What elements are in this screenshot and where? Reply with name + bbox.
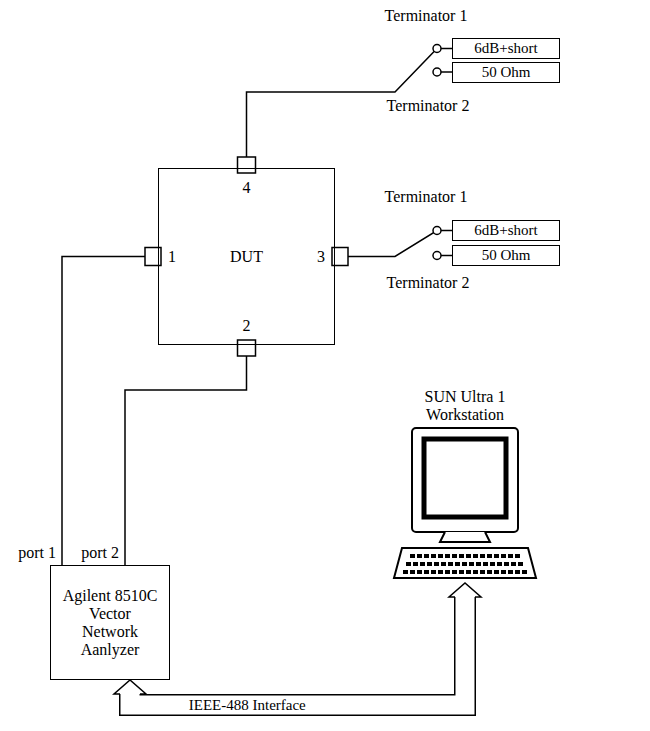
terminator-box: 6dB+short bbox=[452, 38, 560, 59]
terminator-text: 50 Ohm bbox=[482, 64, 531, 81]
coax-cable bbox=[62, 257, 158, 566]
port-number: 3 bbox=[317, 248, 325, 266]
wire-path bbox=[62, 257, 158, 566]
switch-contact bbox=[433, 252, 441, 260]
keyboard-keys bbox=[410, 554, 520, 558]
terminator-box: 50 Ohm bbox=[452, 245, 560, 266]
workstation: SUN Ultra 1 Workstation bbox=[400, 388, 530, 583]
monitor-case bbox=[412, 428, 518, 532]
monitor-screen bbox=[424, 439, 506, 517]
bus-interior bbox=[130, 597, 465, 705]
bus-label: IEEE-488 Interface bbox=[186, 697, 309, 713]
coax-cable bbox=[125, 345, 247, 565]
port-tab bbox=[238, 340, 256, 356]
switch-contact bbox=[433, 45, 441, 53]
switch-lead bbox=[441, 255, 452, 257]
port-number: 1 bbox=[168, 248, 176, 266]
analyzer-box: Agilent 8510C Vector Network Aanlyzer bbox=[50, 565, 170, 680]
switch-contact bbox=[433, 227, 441, 235]
terminator-text: 6dB+short bbox=[474, 222, 537, 239]
port-number: 2 bbox=[243, 317, 251, 335]
terminator-box: 50 Ohm bbox=[452, 62, 560, 83]
wire-path bbox=[125, 345, 247, 565]
port-label: port 2 bbox=[81, 544, 119, 562]
keyboard-keys bbox=[403, 570, 527, 574]
switch-lead bbox=[441, 71, 452, 73]
arrow-head bbox=[449, 583, 481, 597]
port-number: 4 bbox=[243, 179, 251, 197]
port-label: port 1 bbox=[18, 544, 56, 562]
terminator-label: Terminator 1 bbox=[385, 7, 468, 25]
arrow-head bbox=[114, 680, 146, 694]
terminator-text: 6dB+short bbox=[474, 40, 537, 57]
dut-text: DUT bbox=[230, 248, 263, 266]
switch-contact bbox=[433, 68, 441, 76]
workstation-icon bbox=[394, 428, 536, 578]
bus-outline bbox=[130, 597, 465, 705]
terminator-box: 6dB+short bbox=[452, 220, 560, 241]
port-tab bbox=[238, 157, 256, 173]
terminator-text: 50 Ohm bbox=[482, 247, 531, 264]
terminator-label: Terminator 2 bbox=[387, 274, 470, 292]
terminator-label: Terminator 1 bbox=[385, 188, 468, 206]
workstation-text: SUN Ultra 1 Workstation bbox=[400, 388, 530, 424]
keyboard bbox=[394, 548, 536, 578]
keyboard-keys bbox=[406, 562, 524, 566]
terminator-label: Terminator 2 bbox=[387, 97, 470, 115]
monitor-stand bbox=[440, 532, 490, 542]
analyzer-text: Agilent 8510C Vector Network Aanlyzer bbox=[60, 587, 160, 659]
